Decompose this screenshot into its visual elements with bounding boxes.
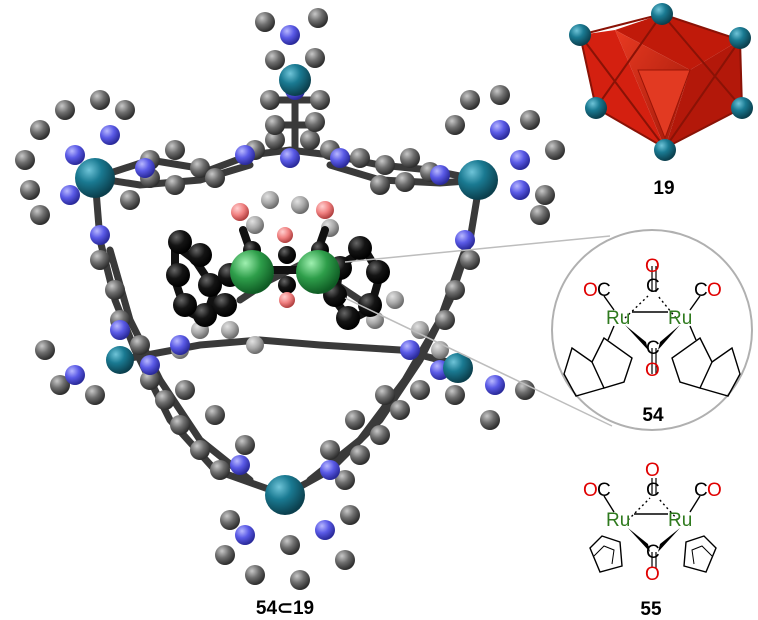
cage-nitrogen-atoms	[60, 25, 530, 545]
guest-ru-atoms	[230, 250, 340, 294]
label-cage-19: 19	[653, 178, 674, 199]
label-complex-55: 55	[640, 599, 662, 620]
s55-c-right: C	[694, 480, 708, 501]
s55-o-top: O	[645, 460, 660, 481]
octahedron-icon	[569, 3, 753, 161]
s54-c-bottom: C	[646, 338, 660, 359]
s55-ru-left: Ru	[606, 510, 630, 531]
s54-o-bottom: O	[645, 360, 660, 381]
s55-c-bottom: C	[646, 542, 660, 563]
structure-54: O C O C C O Ru Ru C O	[563, 256, 741, 397]
cage-carbon-atoms	[15, 8, 565, 590]
s54-ru-left: Ru	[606, 308, 630, 329]
s54-ru-right: Ru	[668, 308, 692, 329]
s55-c-top: C	[646, 480, 660, 501]
s54-o-right: O	[707, 280, 722, 301]
structure-55: O C O C C O Ru Ru C O	[583, 460, 722, 585]
s55-ru-right: Ru	[668, 510, 692, 531]
guest-black-carbons	[166, 230, 390, 330]
s55-o-bottom: O	[645, 564, 660, 585]
guest-oxygen-atoms	[231, 201, 334, 308]
callout-line-top	[344, 235, 611, 263]
s54-o-left: O	[583, 280, 598, 301]
callout-circle	[551, 229, 753, 431]
s54-c-top: C	[646, 276, 660, 297]
s54-c-left: C	[597, 280, 611, 301]
label-complex-54: 54	[642, 405, 664, 426]
label-host-guest: 54⊂19	[256, 598, 314, 619]
s55-o-left: O	[583, 480, 598, 501]
guest-structure	[166, 201, 390, 330]
s55-c-left: C	[597, 480, 611, 501]
callout-line-bottom	[344, 297, 613, 427]
cage-metal-atoms	[75, 64, 498, 515]
s54-o-top: O	[645, 256, 660, 277]
s54-c-right: C	[694, 280, 708, 301]
callout	[344, 229, 753, 431]
s55-o-right: O	[707, 480, 722, 501]
